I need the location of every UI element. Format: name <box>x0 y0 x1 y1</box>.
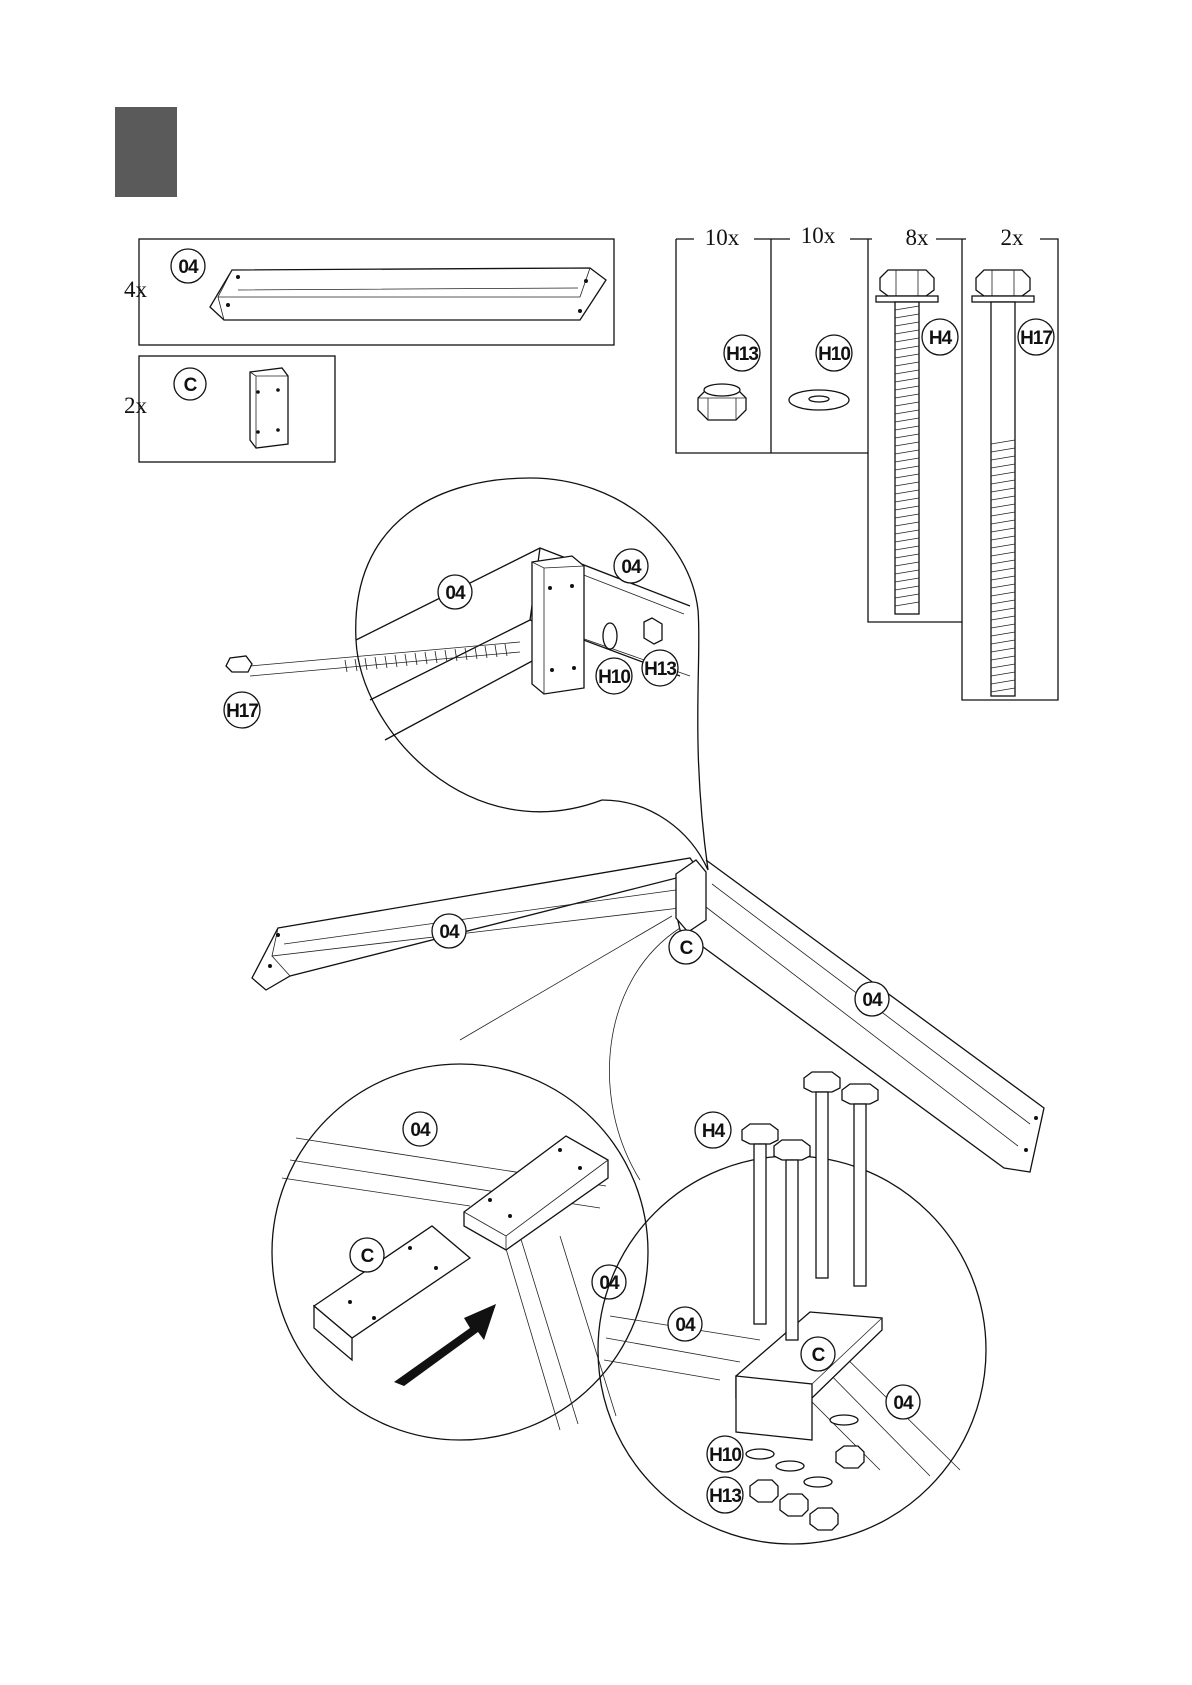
qty-h10: 10x <box>801 223 836 248</box>
detail-top: 04 04 H17 H10 H13 <box>224 478 708 870</box>
detail-bottom-left: 04 C 04 <box>272 1064 648 1440</box>
tag-04: 04 <box>178 257 199 278</box>
qty-c: 2x <box>124 393 148 418</box>
washer-icon <box>789 390 849 410</box>
label-c-a: C <box>680 938 694 959</box>
tag-c: C <box>184 375 198 396</box>
label-h13-b: H13 <box>709 1486 741 1507</box>
label-04-d: 04 <box>862 990 883 1011</box>
step-marker <box>115 107 177 197</box>
insert-arrow-icon <box>394 1304 496 1386</box>
bolt-icon <box>876 270 938 614</box>
tag-h10: H10 <box>818 344 850 365</box>
label-04-a: 04 <box>445 583 466 604</box>
detail-bottom-right: H4 04 C 04 H10 H13 <box>598 1072 986 1544</box>
tag-h4: H4 <box>929 328 953 349</box>
nut-icon <box>698 384 746 420</box>
qty-h13: 10x <box>705 225 740 250</box>
qty-04: 4x <box>124 277 148 302</box>
tag-h17: H17 <box>1020 328 1052 349</box>
label-h17: H17 <box>226 701 258 722</box>
label-c-b: C <box>361 1246 375 1267</box>
hardware-table: 10x 10x 8x 2x H13 H10 H4 H17 <box>676 223 1058 700</box>
label-h13: H13 <box>644 659 676 680</box>
frame-overview: 04 C 04 <box>252 858 1044 1172</box>
part-box-04: 4x 04 <box>124 239 614 345</box>
label-h4: H4 <box>702 1121 726 1142</box>
label-h10-b: H10 <box>709 1445 741 1466</box>
qty-h17: 2x <box>1001 225 1025 250</box>
label-04-h: 04 <box>893 1393 914 1414</box>
tag-h13: H13 <box>726 344 758 365</box>
part-box-c: 2x C <box>124 356 335 462</box>
qty-h4: 8x <box>906 225 930 250</box>
label-04-e: 04 <box>410 1120 431 1141</box>
label-04-b: 04 <box>621 557 642 578</box>
bolt-group <box>742 1072 878 1340</box>
label-04-c: 04 <box>439 922 460 943</box>
label-h10: H10 <box>598 667 630 688</box>
label-04-g: 04 <box>675 1315 696 1336</box>
label-c-c: C <box>812 1345 826 1366</box>
